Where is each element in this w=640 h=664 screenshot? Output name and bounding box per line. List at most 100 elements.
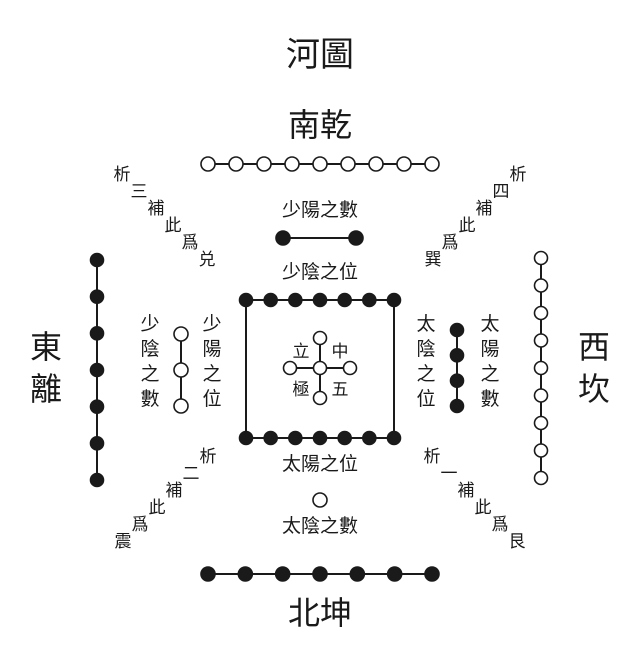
filled-dot [337,292,352,308]
filled-dot [89,399,105,414]
label-char: 之 [140,363,159,385]
open-dot [533,470,549,486]
filled-dot [89,472,105,488]
open-dot [340,156,356,172]
filled-dot [449,322,465,338]
filled-dot [89,326,105,341]
diagonal-char: 此 [165,216,182,236]
dot-row-left-outer [89,252,105,488]
open-dot [173,326,189,342]
open-dot [342,360,358,376]
direction-east-char-1: 東 [30,328,62,366]
diagonal-char: 析 [200,447,217,467]
open-dot [312,492,328,508]
open-dot [533,333,549,348]
filled-dot [89,436,105,451]
direction-east: 東 離 [30,328,62,408]
diagonal-char: 三 [131,182,148,202]
diagonal-char: 此 [475,498,492,518]
diagonal-char: 補 [476,199,493,219]
open-dot [284,156,300,172]
open-dot [282,360,298,376]
diagonal-char: 爲 [182,233,199,253]
filled-dot [449,373,465,388]
open-dot [533,305,549,321]
center-char-zhong: 中 [332,342,349,362]
diagonal-char: 一 [441,464,458,484]
filled-dot [449,398,465,414]
filled-dot [362,430,377,446]
center-char-wu: 五 [332,380,349,400]
open-dot [533,415,549,431]
filled-dot [89,362,105,378]
diagonal-char: 爲 [492,515,509,535]
diagonal-char: 析 [510,165,527,185]
direction-west-char-2: 坎 [578,370,610,408]
open-dot [312,390,328,406]
label-char: 位 [202,388,221,410]
open-dot [200,156,216,172]
dot-rows [89,156,549,582]
label-top-lower: 少陰之位 [282,261,358,283]
filled-dot [386,566,403,582]
open-dot [312,360,328,376]
diagram-title: 河圖 [286,35,354,75]
dot-row-bottom-inner [312,492,328,508]
filled-dot [386,430,402,446]
label-char: 太 [416,313,435,335]
diagonal-char: 四 [493,182,510,202]
diagonal-char: 爲 [132,515,149,535]
diagonal-char: 補 [148,199,165,219]
label-char: 數 [140,388,159,410]
center-char-ji: 極 [293,380,310,400]
open-dot [312,330,328,346]
filled-dot [89,252,105,268]
direction-south: 南乾 [288,106,352,144]
filled-dot [200,566,216,582]
open-dot [533,250,549,266]
open-dot [312,156,328,172]
direction-west-char-1: 西 [578,328,610,366]
filled-dot [348,230,364,246]
direction-west: 西 坎 [578,328,610,408]
dot-row-left-inner [173,326,189,414]
filled-dot [312,566,328,582]
filled-dot [288,292,303,308]
label-top-upper: 少陽之數 [282,199,358,221]
diagonal-char: 巽 [425,250,442,270]
dot-row-right-outer [533,250,549,486]
label-char: 陰 [140,338,159,360]
label-char: 陽 [480,338,499,360]
dot-row-center-cross [282,330,358,406]
open-dot [368,156,384,172]
diagonal-char: 補 [166,481,183,501]
open-dot [173,362,189,378]
filled-dot [274,566,291,582]
label-char: 太 [480,313,499,335]
open-dot [256,156,272,172]
filled-dot [349,566,366,582]
filled-dot [386,292,402,308]
diagonal-char: 此 [149,498,166,518]
diagonal-char: 爲 [442,233,459,253]
filled-dot [237,566,254,582]
dot-row-square-top [238,292,402,308]
diagonal-char: 析 [114,165,131,185]
center-char-li: 立 [293,342,310,362]
direction-north: 北坤 [288,594,352,632]
label-char: 之 [480,363,499,385]
direction-east-char-2: 離 [30,370,62,408]
filled-dot [275,230,291,246]
filled-dot [312,430,328,446]
label-bottom-upper: 太陽之位 [282,453,358,475]
label-char: 之 [202,363,221,385]
